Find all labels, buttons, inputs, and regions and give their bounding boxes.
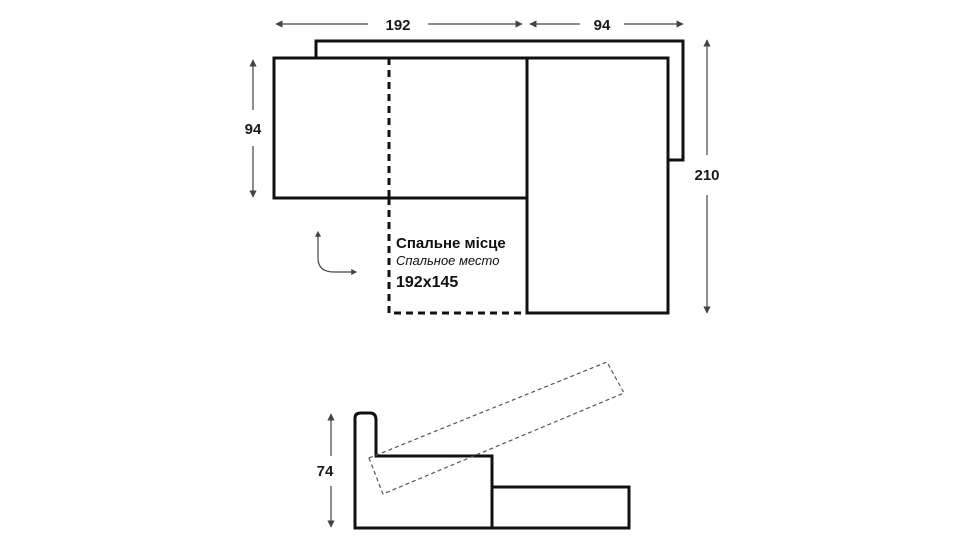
unfold-arrow: [315, 230, 358, 275]
main-seat: [272, 56, 529, 200]
sleeping-area-label-ru: Спальное место: [396, 253, 499, 268]
dimension-label-94-left: 94: [245, 121, 262, 138]
side-body: [353, 411, 494, 530]
sleeping-area-size: 192x145: [396, 274, 458, 291]
sleeping-area-outline: [387, 198, 527, 315]
backrest-outline: [314, 39, 685, 162]
dimension-label-74: 74: [317, 463, 334, 480]
sleeping-area-labels: Спальне місце Спальное место 192x145: [396, 235, 506, 291]
dimension-label-192: 192: [385, 17, 410, 34]
dimension-left: 94: [245, 59, 262, 198]
top-view-sofa: [272, 39, 685, 315]
side-raised-back-dashed: [368, 361, 625, 495]
corner-section: [525, 56, 670, 315]
dimension-top-main: 192: [275, 17, 523, 34]
dimension-side: 74: [317, 413, 335, 528]
side-view-sofa: [353, 361, 631, 530]
sleeping-area-label-ua: Спальне місце: [396, 235, 506, 252]
dimension-label-94-top: 94: [594, 17, 611, 34]
side-pullout: [490, 485, 631, 530]
dimension-top-corner: 94: [529, 17, 684, 34]
dimension-label-210: 210: [694, 167, 719, 184]
dimension-right: 210: [694, 39, 720, 314]
